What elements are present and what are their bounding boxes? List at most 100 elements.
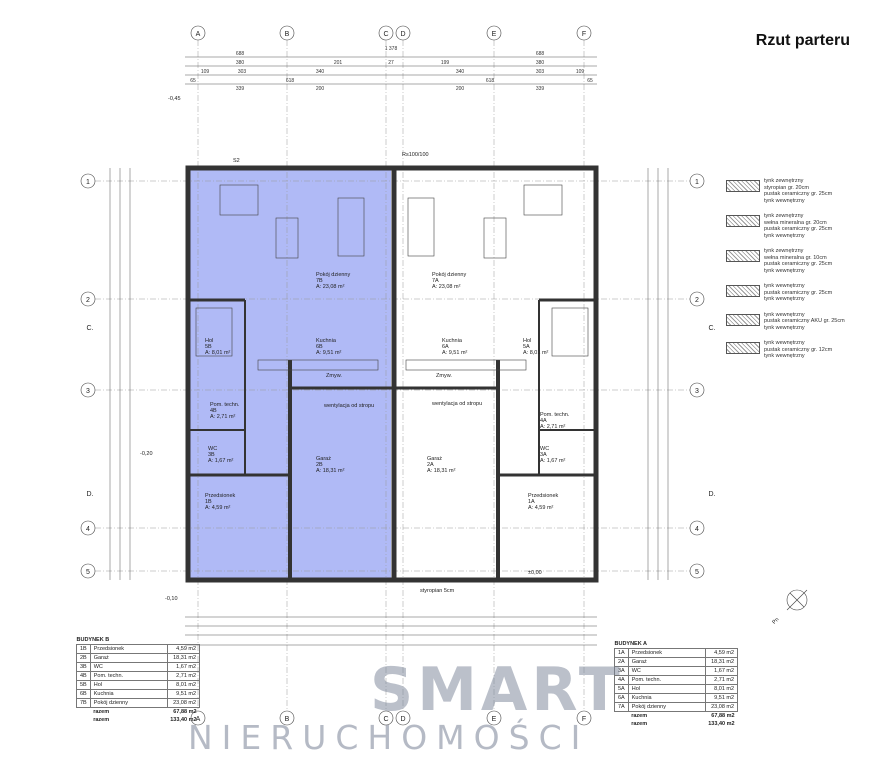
plan-note: -0,45: [168, 96, 181, 102]
room-area: A: 23,08 m²: [316, 284, 345, 290]
room-area: A: 23,08 m²: [432, 284, 461, 290]
grid-row-label: 1: [86, 179, 90, 186]
plan-note: ±0,00: [528, 570, 542, 576]
room-name: Kuchnia: [316, 338, 337, 344]
plan-note: -0,10: [165, 596, 178, 602]
dimension-label: 27: [388, 60, 394, 66]
room-code: 7A: [432, 278, 439, 284]
schedule-total-cell: [77, 708, 91, 717]
room-code: 4B: [210, 408, 217, 414]
grid-col-label: C: [383, 716, 388, 723]
room-name: Garaż: [316, 456, 331, 462]
section-label: D.: [709, 491, 716, 498]
legend-text: tynk zewnętrzny wełna mineralna gr. 20cm…: [764, 213, 833, 239]
room-area: A: 9,51 m²: [316, 350, 342, 356]
legend-text: tynk wewnętrzny pustak ceramiczny gr. 12…: [764, 340, 833, 359]
schedule-cell: 4,59 m2: [166, 644, 201, 654]
legend-swatch: [726, 250, 760, 262]
grid-col-label: A: [196, 31, 201, 38]
room-code: 2B: [316, 462, 323, 468]
dimension-label: 199: [441, 60, 450, 66]
dimension-label: 688: [236, 51, 245, 57]
schedule-title: BUDYNEK B: [76, 637, 110, 643]
room-name: Hol: [523, 338, 531, 344]
schedule-cell: Garaż: [627, 657, 706, 667]
schedule-cell: 23,08 m2: [166, 698, 201, 708]
schedule-cell: WC: [627, 666, 706, 676]
room-code: 1B: [205, 499, 212, 505]
plan-note: -0,20: [140, 451, 153, 457]
legend-item: tynk wewnętrzny pustak ceramiczny gr. 25…: [726, 283, 876, 303]
room-area: A: 18,31 m²: [427, 468, 456, 474]
dimension-label: 65: [190, 78, 196, 84]
legend-text: tynk zewnętrzny styropian gr. 20cm pusta…: [764, 178, 833, 204]
dimension-label: 380: [536, 60, 545, 66]
grid-col-label: D: [400, 716, 405, 723]
dimension-label: 380: [236, 60, 245, 66]
room-name: WC: [540, 446, 549, 452]
schedule-cell: Garaż: [89, 653, 168, 663]
schedule-total-cell: razem: [93, 709, 110, 715]
watermark-brand: SMART: [370, 655, 624, 725]
room-area: A: 9,51 m²: [442, 350, 468, 356]
schedule-cell: Pokój dzienny: [89, 698, 168, 708]
page-title: Rzut parteru: [755, 32, 850, 49]
grid-col-label: F: [582, 716, 586, 723]
room-code: 4A: [540, 418, 547, 424]
schedule-cell: 1,67 m2: [704, 666, 739, 676]
schedule-cell: 2,71 m2: [166, 671, 201, 681]
schedule-cell: Pokój dzienny: [627, 702, 706, 712]
dimension-label: 618: [486, 78, 495, 84]
dimension-label: 109: [576, 69, 585, 75]
plan-note: styropian 5cm: [420, 588, 455, 594]
room-area: A: 8,01 m²: [205, 350, 231, 356]
schedule-cell: 3B: [76, 662, 91, 672]
grid-bubbles: [80, 25, 705, 726]
schedule-total-cell: 67,88 m2: [173, 709, 197, 715]
legend-swatch: [726, 180, 760, 192]
grid-col-label: A: [196, 716, 201, 723]
grid-col-label: E: [492, 31, 497, 38]
room-name: Pokój dzienny: [316, 272, 350, 278]
grid-col-label: C: [383, 31, 388, 38]
schedule-cell: 8,01 m2: [166, 680, 201, 690]
dimension-label: 339: [236, 86, 245, 92]
room-code: 6A: [442, 344, 449, 350]
room-area: A: 2,71 m²: [210, 414, 236, 420]
legend-swatch: [726, 215, 760, 227]
dimension-label: 201: [334, 60, 343, 66]
room-name: Garaż: [427, 456, 442, 462]
room-code: 3A: [540, 452, 547, 458]
schedule-cell: 9,51 m2: [704, 693, 739, 703]
grid-row-label: 4: [86, 526, 90, 533]
schedule-total-cell: 133,40 m2: [170, 717, 197, 723]
room-code: 5A: [523, 344, 530, 350]
section-label: C.: [709, 325, 716, 332]
legend-item: tynk zewnętrzny wełna mineralna gr. 20cm…: [726, 213, 876, 239]
watermark-subtitle: NIERUCHOMOŚCI: [188, 718, 590, 757]
schedule-cell: 2B: [76, 653, 91, 663]
legend-item: tynk zewnętrzny styropian gr. 20cm pusta…: [726, 178, 876, 204]
schedule-total-cell: 67,88 m2: [711, 713, 735, 719]
wall-legend: tynk zewnętrzny styropian gr. 20cm pusta…: [726, 178, 876, 369]
legend-item: tynk zewnętrzny wełna mineralna gr. 10cm…: [726, 248, 876, 274]
legend-text: tynk zewnętrzny wełna mineralna gr. 10cm…: [764, 248, 833, 274]
legend-text: tynk wewnętrzny pustak ceramiczny AKU gr…: [764, 311, 845, 331]
schedule-total-cell: razem: [631, 721, 648, 727]
schedule-total-cell: [77, 716, 91, 724]
legend-swatch: [726, 285, 760, 297]
room-name: Hol: [205, 338, 213, 344]
schedule-cell: Kuchnia: [627, 693, 706, 703]
legend-item: tynk wewnętrzny pustak ceramiczny AKU gr…: [726, 312, 876, 332]
dimension-label: 200: [456, 86, 465, 92]
